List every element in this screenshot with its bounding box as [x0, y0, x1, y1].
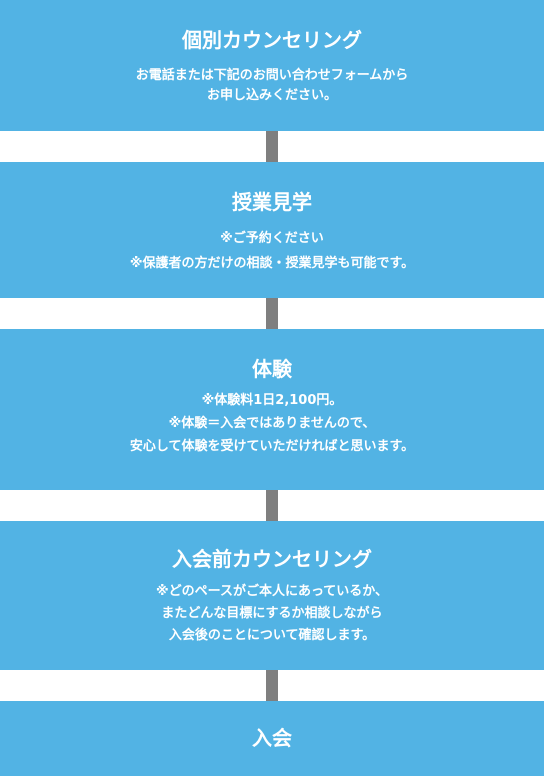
flow-connector	[266, 298, 278, 329]
step-trial: 体験 ※体験料1日2,100円。 ※体験＝入会ではありませんので、 安心して体験…	[0, 329, 544, 490]
step-description: ※体験料1日2,100円。 ※体験＝入会ではありませんので、 安心して体験を受け…	[129, 393, 415, 454]
flow-connector	[266, 131, 278, 162]
step-description: ※ご予約ください ※保護者の方だけの相談・授業見学も可能です。	[129, 231, 415, 271]
step-enrollment: 入会	[0, 701, 544, 776]
step-title: 授業見学	[232, 190, 312, 214]
step-description: お電話または下記のお問い合わせフォームから お申し込みください。	[135, 68, 409, 103]
step-title: 体験	[252, 357, 292, 381]
step-title: 個別カウンセリング	[182, 28, 362, 52]
flow-connector	[266, 670, 278, 701]
step-individual-counseling: 個別カウンセリング お電話または下記のお問い合わせフォームから お申し込みくださ…	[0, 0, 544, 131]
step-pre-enrollment-counseling: 入会前カウンセリング ※どのペースがご本人にあっているか、 またどんな目標にする…	[0, 521, 544, 670]
step-description: ※どのペースがご本人にあっているか、 またどんな目標にするか相談しながら 入会後…	[155, 584, 389, 643]
step-class-observation: 授業見学 ※ご予約ください ※保護者の方だけの相談・授業見学も可能です。	[0, 162, 544, 298]
step-title: 入会前カウンセリング	[172, 547, 372, 571]
step-title: 入会	[252, 726, 292, 750]
flow-connector	[266, 490, 278, 521]
